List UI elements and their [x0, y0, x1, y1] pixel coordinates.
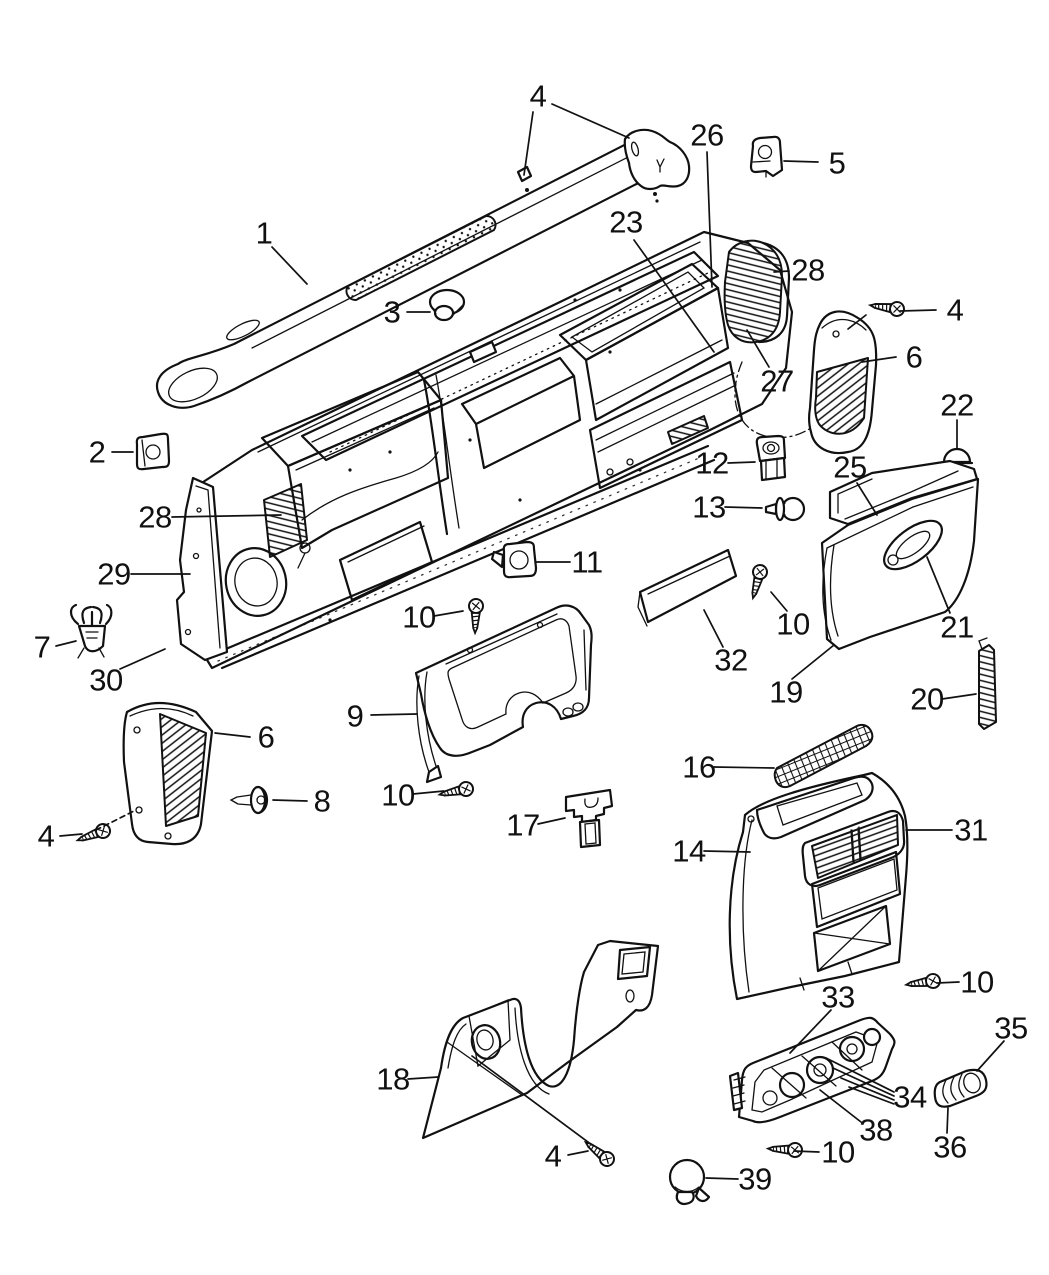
screw-10-e — [766, 1140, 804, 1159]
screw-10-a — [467, 597, 485, 635]
callout-3-c7: 3 — [383, 294, 401, 330]
part-35-outlet — [933, 1068, 988, 1108]
callout-25-c14: 25 — [833, 449, 867, 485]
callout-12-c13: 12 — [695, 445, 729, 481]
callout-19-c25: 19 — [769, 674, 803, 710]
callout-10-c19: 10 — [402, 599, 436, 635]
callout-8-c31: 8 — [313, 783, 331, 819]
callout-14-c34: 14 — [672, 833, 706, 869]
callout-4-c33: 4 — [37, 818, 55, 854]
screw-10-b — [745, 562, 770, 601]
part-20-strip — [978, 637, 997, 730]
part-16-grille — [773, 723, 874, 789]
part-6-left-cap — [122, 702, 214, 846]
callout-22-c11: 22 — [940, 387, 974, 423]
callout-36-c42: 36 — [933, 1129, 967, 1165]
callout-6-c27: 6 — [257, 719, 275, 755]
callout-28-c15: 28 — [138, 499, 172, 535]
part-17-clip — [564, 788, 614, 849]
callout-28-c6: 28 — [791, 252, 825, 288]
callout-13-c16: 13 — [692, 489, 726, 525]
callout-34-c40: 34 — [893, 1079, 927, 1115]
part-9-cluster-bezel — [414, 604, 593, 784]
callout-27-c10: 27 — [760, 363, 794, 399]
part-29-left-end-panel — [175, 476, 229, 662]
part-14-center-bezel — [728, 771, 909, 1001]
callout-31-c35: 31 — [954, 812, 988, 848]
callout-10-c44: 10 — [821, 1134, 855, 1170]
windshield-frame-bracket — [623, 128, 691, 203]
callout-10-c20: 10 — [776, 606, 810, 642]
part-11-grommet — [490, 540, 538, 579]
callout-6-c9: 6 — [905, 339, 923, 375]
callout-5-c3: 5 — [828, 145, 846, 181]
callout-4-c43: 4 — [544, 1138, 562, 1174]
callout-21-c22: 21 — [940, 609, 974, 645]
part-32-panel — [637, 548, 738, 627]
callout-18-c39: 18 — [376, 1061, 410, 1097]
part-2-clip — [135, 432, 171, 471]
part-12-clip — [755, 434, 787, 482]
screw-10-d — [904, 972, 942, 993]
callout-26-c2: 26 — [690, 117, 724, 153]
callout-4-c1: 4 — [529, 78, 547, 114]
callout-29-c18: 29 — [97, 556, 131, 592]
part-33-switch-panel — [728, 1016, 896, 1124]
callout-32-c24: 32 — [714, 642, 748, 678]
callout-35-c38: 35 — [994, 1010, 1028, 1046]
callout-2-c12: 2 — [88, 434, 106, 470]
part-7-clip — [69, 603, 113, 659]
part-28-left-vent — [263, 483, 308, 558]
callout-39-c45: 39 — [738, 1161, 772, 1197]
callout-16-c29: 16 — [682, 749, 716, 785]
callout-10-c36: 10 — [960, 964, 994, 1000]
callout-7-c21: 7 — [33, 629, 51, 665]
callout-20-c26: 20 — [910, 681, 944, 717]
part-8-pin — [229, 785, 269, 815]
callout-10-c30: 10 — [381, 777, 415, 813]
callout-23-c5: 23 — [609, 204, 643, 240]
callout-1-c4: 1 — [255, 215, 273, 251]
callout-11-c17: 11 — [571, 544, 603, 580]
part-5-clip — [749, 135, 784, 178]
part-39-knob — [668, 1158, 711, 1205]
callout-30-c23: 30 — [89, 662, 123, 698]
carrier-rivet-dots — [328, 288, 642, 622]
callout-9-c28: 9 — [346, 698, 364, 734]
part-1-defroster-rail — [155, 134, 658, 409]
part-19-glove-box — [820, 459, 980, 651]
callout-4-c8: 4 — [946, 292, 964, 328]
part-18-knee-bolster — [421, 939, 660, 1140]
part-3-pin — [428, 288, 466, 322]
part-28-right-vent — [723, 239, 791, 344]
leader-lines — [55, 103, 1005, 1180]
screw-4-right — [868, 297, 906, 318]
part-13-pin — [764, 496, 806, 522]
callout-38-c41: 38 — [859, 1112, 893, 1148]
callout-17-c32: 17 — [506, 807, 540, 843]
callout-33-c37: 33 — [821, 979, 855, 1015]
